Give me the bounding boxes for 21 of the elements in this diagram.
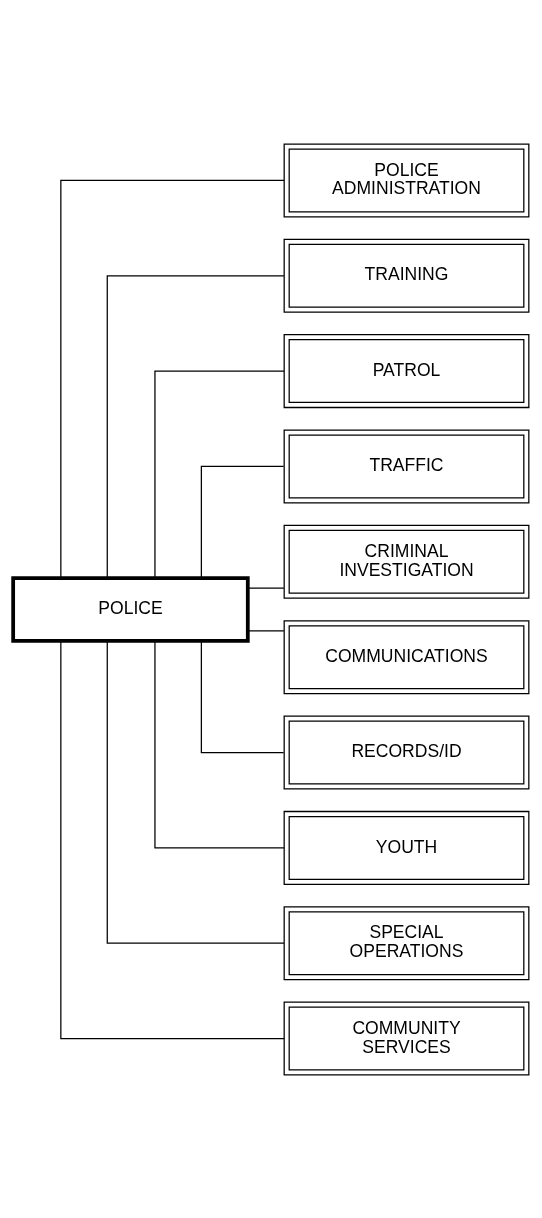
node-box: COMMUNICATIONS [283, 619, 530, 694]
node-box: TRAFFIC [283, 428, 530, 503]
connector [200, 465, 285, 579]
node-box: RECORDS/ID [283, 715, 530, 790]
node-box: TRAINING [283, 238, 530, 313]
node-box: YOUTH [283, 810, 530, 885]
connector [154, 640, 285, 848]
connector [60, 179, 285, 579]
connector [106, 274, 285, 579]
node-box: CRIMINAL INVESTIGATION [283, 524, 530, 599]
node-box: SPECIAL OPERATIONS [283, 905, 530, 980]
node-box: POLICE [11, 575, 250, 643]
connector [60, 639, 285, 1039]
connector [247, 629, 285, 631]
node-box: COMMUNITY SERVICES [283, 1001, 530, 1076]
node-box: PATROL [283, 333, 530, 408]
node-box: POLICE ADMINISTRATION [283, 142, 530, 217]
connector [200, 639, 285, 753]
connector [154, 370, 285, 578]
connector [106, 639, 285, 944]
connector [247, 587, 285, 589]
